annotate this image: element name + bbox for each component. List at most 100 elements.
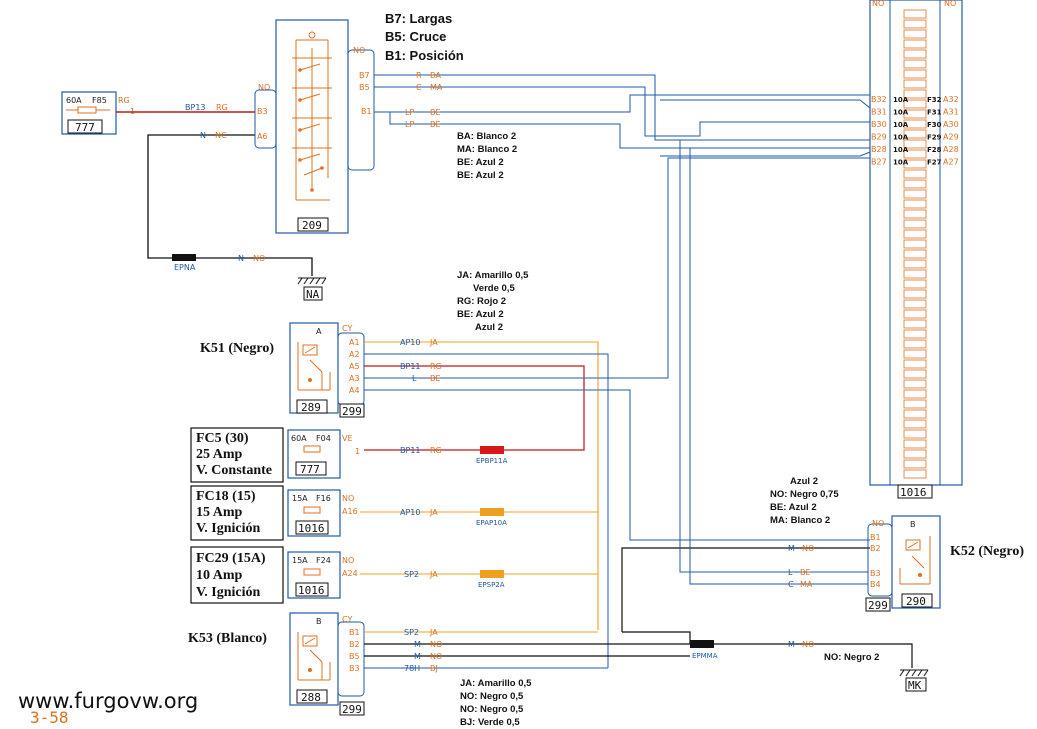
- fuse-label-line: 25 Amp: [196, 447, 243, 462]
- relay-k52-290: B 299 290 NO B1 B2 B3 B4: [865, 515, 941, 612]
- fuse-box-1016-f24: 15A F24 1016 NO A24: [287, 551, 358, 599]
- fuse-slot: [903, 249, 927, 259]
- fuse-box-777-top: 60A F85 777 RG 1: [61, 91, 135, 135]
- fuse-pin-right: A27: [943, 158, 959, 167]
- pin-label: VE: [342, 434, 353, 443]
- pin-label: A4: [349, 386, 360, 395]
- splice-epbp11a: [480, 446, 504, 454]
- wire-label: NC: [215, 131, 227, 140]
- fuse-pin-right: A28: [943, 145, 959, 154]
- splice-label: EPNA: [174, 263, 196, 272]
- fuse-slot: [903, 279, 927, 289]
- wire-label: M: [788, 640, 795, 649]
- connector-letter: B: [316, 617, 322, 626]
- wire-label: BP11: [400, 446, 421, 455]
- fuse-pin-left: B29: [871, 133, 887, 142]
- fuse-slot: [903, 469, 927, 479]
- wire-label: JA: [429, 338, 438, 347]
- fuse-label-line: V. Ignición: [196, 521, 261, 536]
- note-line: Verde 0,5: [473, 283, 515, 294]
- note-line: BA: Blanco 2: [457, 131, 516, 142]
- fuse-pin-right: A32: [943, 95, 959, 104]
- pin-label: B7: [359, 71, 370, 80]
- fuse-label-line: V. Ignición: [196, 585, 261, 600]
- component-number: 1016: [900, 486, 927, 499]
- relay-k53-288: B 288 299 CY B1 B2 B5 B3: [289, 612, 365, 716]
- fuse-slot: [903, 139, 927, 149]
- fuse-slot: [903, 179, 927, 189]
- component-number: 1016: [298, 522, 325, 535]
- wire-label: RG: [430, 446, 442, 455]
- wire-notes-d: JA: Amarillo 0,5 NO: Negro 0,5 NO: Negro…: [460, 678, 532, 728]
- fuse-slot: [903, 449, 927, 459]
- wire-label: JA: [429, 628, 438, 637]
- pin-label: NO: [353, 46, 365, 55]
- pin-label: A2: [349, 350, 360, 359]
- note-line: NO: Negro 0,75: [770, 489, 839, 500]
- splice-epap10a: [480, 508, 504, 516]
- wire-label: M: [788, 544, 795, 553]
- splice-epsp2a: [480, 570, 504, 578]
- component-number: 299: [342, 405, 362, 418]
- wire-bp11: [364, 365, 585, 451]
- fuse-pin-left: B30: [871, 120, 887, 129]
- wire-b7-ba: [374, 74, 870, 141]
- note-line: MA: Blanco 2: [457, 144, 517, 155]
- wire-label: M: [414, 640, 421, 649]
- fuse-slot: [903, 149, 927, 159]
- wire-label: BJ: [430, 664, 438, 673]
- wire-b5-ma: [374, 86, 870, 137]
- component-number: 777: [75, 121, 95, 134]
- fuse-amp: 10A: [893, 159, 909, 167]
- pin-label: NO: [872, 0, 884, 8]
- wire-label: M: [414, 652, 421, 661]
- fuse-fc5-label: FC5 (30) 25 Amp V. Constante: [190, 427, 284, 483]
- note-line: NO: Negro 0,5: [460, 691, 524, 702]
- fuse-label-line: FC18 (15): [196, 489, 256, 504]
- note-line: BE: Azul 2: [770, 502, 817, 513]
- pin-label: B5: [349, 652, 360, 661]
- legend-b5: B5: Cruce: [385, 29, 446, 44]
- fuse-slot: [903, 419, 927, 429]
- pin-label: A5: [349, 362, 360, 371]
- pin-label: B2: [870, 544, 881, 553]
- fuse-amp: 10A: [893, 146, 909, 154]
- fuse-rating: 60A: [66, 96, 82, 105]
- wire-n: [147, 134, 300, 259]
- fuse-slot: [903, 79, 927, 89]
- component-number: 289: [301, 401, 321, 414]
- fuse-slot: [903, 239, 927, 249]
- fuse-amp: 10A: [893, 121, 909, 129]
- wire-label: BP13: [185, 103, 206, 112]
- wire-label: NO: [802, 640, 814, 649]
- fuse-pin-left: B31: [871, 108, 887, 117]
- wire-label: C: [416, 83, 422, 92]
- wire-b1-be: [374, 111, 870, 149]
- fuse-slot: [903, 19, 927, 29]
- page-number: 3-58: [30, 708, 69, 727]
- fuse-rating: 15A: [292, 556, 308, 565]
- fuse-slot: [903, 159, 927, 169]
- fuse-id: F28: [927, 146, 942, 154]
- wire-label: AP10: [400, 508, 420, 517]
- fuse-box-777-f04: 60A F04 777 VE 1: [287, 429, 360, 479]
- fuse-fc18-label: FC18 (15) 15 Amp V. Ignición: [190, 485, 284, 541]
- fuse-pin-left: B32: [871, 95, 887, 104]
- relay-k52-label: K52 (Negro): [950, 544, 1024, 559]
- splice-epmma: [690, 640, 714, 648]
- fuse-slot: [903, 459, 927, 469]
- wire-label: SP2: [404, 628, 419, 637]
- wire-label: BE: [800, 568, 811, 577]
- note-line: Azul 2: [790, 476, 818, 487]
- component-number: 1016: [298, 584, 325, 597]
- pin-label: NO: [342, 494, 354, 503]
- wire-label: LP: [405, 108, 414, 117]
- fuse-slot: [903, 369, 927, 379]
- connector-letter: A: [316, 327, 322, 336]
- fuse-slot: [903, 429, 927, 439]
- fuse-pin-right: A29: [943, 133, 959, 142]
- legend-b7: B7: Largas: [385, 11, 452, 26]
- wire-notes-a: BA: Blanco 2 MA: Blanco 2 BE: Azul 2 BE:…: [457, 131, 517, 181]
- wire-l-be: [364, 157, 870, 379]
- fuse-rating: 15A: [292, 494, 308, 503]
